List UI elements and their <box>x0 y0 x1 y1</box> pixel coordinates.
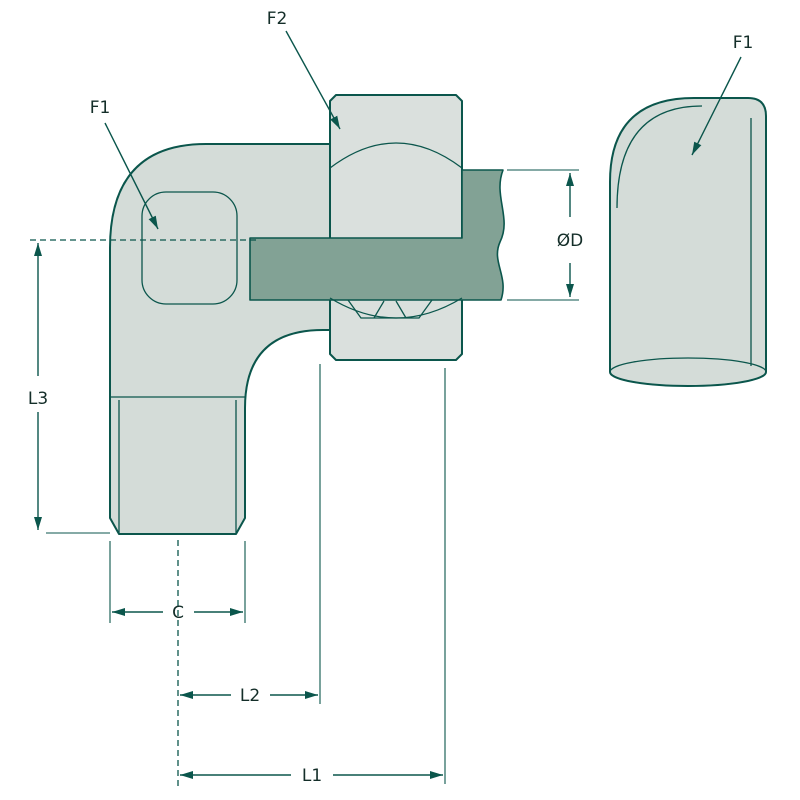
dimension-l1: L1 <box>180 368 446 786</box>
port-cavity-outline <box>141 191 238 305</box>
f1-front-leader-line <box>104 122 159 230</box>
leader-f1-side: F1 <box>691 33 754 156</box>
tube-stub <box>249 169 505 301</box>
f1-side-label: F1 <box>733 33 754 53</box>
nut-outline <box>329 94 463 361</box>
f2-leader-line <box>285 30 341 130</box>
leader-f2: F2 <box>267 9 341 130</box>
l3-label: L3 <box>28 389 48 409</box>
dimension-c: C <box>109 541 246 623</box>
f2-label: F2 <box>267 9 288 29</box>
cutting-ring-lines <box>347 299 433 319</box>
l2-label: L2 <box>240 686 260 706</box>
d-label: ØD <box>557 231 583 251</box>
port-face-ellipse <box>609 357 767 387</box>
dimension-l3: L3 <box>28 243 110 534</box>
dimension-l2: L2 <box>180 364 321 706</box>
c-label: C <box>172 603 184 623</box>
cutting-ring-detail <box>347 299 433 319</box>
centerlines <box>30 239 258 790</box>
swivel-nut <box>329 94 463 361</box>
dimension-d: ØD <box>507 169 583 301</box>
inner-bend-line <box>616 105 703 209</box>
tube-section <box>249 169 505 301</box>
side-view-outline <box>609 97 767 387</box>
f1-front-label: F1 <box>90 98 111 118</box>
nut-facet-arc-top <box>329 142 463 169</box>
elbow-side-view <box>609 97 767 387</box>
l1-label: L1 <box>302 766 322 786</box>
f1-side-leader-line <box>691 56 742 156</box>
leader-f1-front: F1 <box>90 98 159 230</box>
